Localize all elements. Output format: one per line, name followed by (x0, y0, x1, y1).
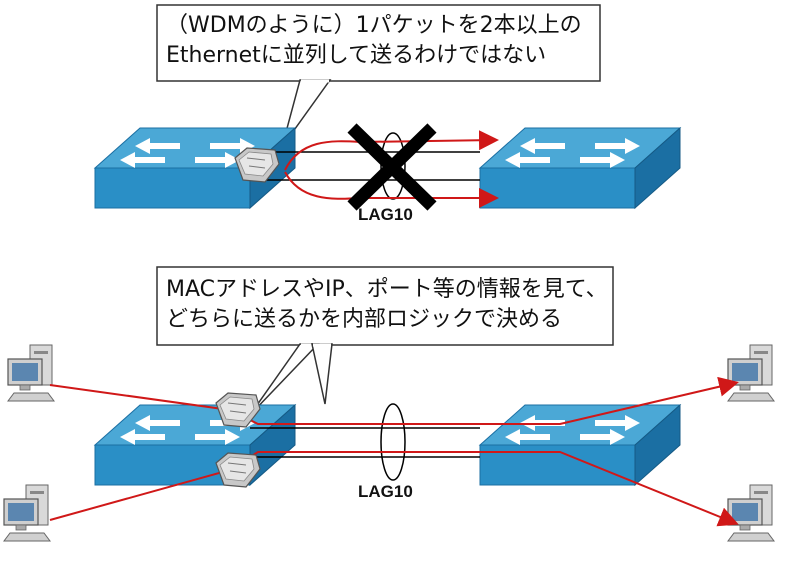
flow-arrow (49, 451, 739, 527)
cross-icon (347, 123, 437, 211)
top-diagram (94, 4, 681, 211)
pc-icon (3, 484, 51, 542)
pc-icon (7, 344, 55, 402)
top-callout-box (156, 4, 601, 82)
bottom-lag-label: LAG10 (358, 482, 413, 501)
flow-arrow (49, 376, 739, 425)
top-callout-line2: Ethernetに並列して送るわけではない (166, 43, 547, 68)
bottom-callout-line2: どちらに送るかを内部ロジックで決める (166, 307, 563, 332)
top-callout-line1: （WDMのように）1パケットを2本以上の (166, 13, 582, 38)
bottom-callout-pointer (249, 343, 320, 416)
switch-icon (479, 404, 681, 486)
top-callout-text: （WDMのように）1パケットを2本以上の Ethernetに並列して送るわけでは… (166, 11, 582, 71)
bottom-callout-pointer (311, 343, 333, 405)
bottom-callout-line1: MACアドレスやIP、ポート等の情報を見て、 (166, 277, 608, 302)
switch-icon (94, 404, 296, 486)
bottom-diagram (3, 266, 775, 542)
bottom-callout-text: MACアドレスやIP、ポート等の情報を見て、 どちらに送るかを内部ロジックで決め… (166, 275, 608, 335)
bottom-callout-box (156, 266, 614, 346)
top-lag-label: LAG10 (358, 205, 413, 224)
pc-icon (727, 344, 775, 402)
switch-icon (479, 127, 681, 209)
pc-icon (727, 484, 775, 542)
lag-ellipse (380, 403, 406, 481)
